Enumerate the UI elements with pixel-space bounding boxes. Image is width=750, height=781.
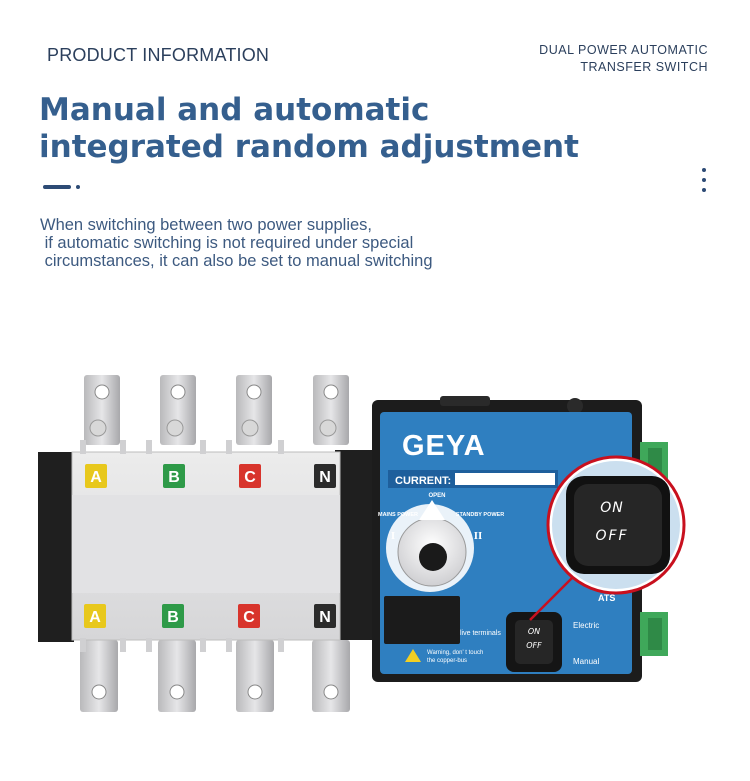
description-line3: circumstances, it can also be set to man… <box>40 252 433 270</box>
headline-line2: integrated random adjustment <box>39 129 579 165</box>
knob-mains-label: MAINS POWER <box>378 512 418 518</box>
small-off-label: OFF <box>526 641 542 650</box>
manual-label: Manual <box>573 657 599 666</box>
phase-badges-bottom: A B C N <box>84 604 336 628</box>
bottom-terminals <box>80 640 350 712</box>
callout-off-label: OFF <box>595 528 628 544</box>
current-label: CURRENT: <box>395 475 451 487</box>
knob-standby-label: STANDBY POWER <box>456 512 504 518</box>
ats-label: ATS <box>598 593 615 603</box>
description-line2: if automatic switching is not required u… <box>40 234 414 252</box>
description-line1: When switching between two power supplie… <box>40 216 373 234</box>
product-category-line2: TRANSFER SWITCH <box>580 60 708 74</box>
phase-c-top: C <box>244 469 256 486</box>
phase-badges-top: A B C N <box>85 464 336 488</box>
live-terminals-label: live terminals <box>460 630 501 637</box>
headline-line1: Manual and automatic <box>39 92 430 128</box>
phase-c-bottom: C <box>243 609 255 626</box>
phase-a-bottom: A <box>89 609 101 626</box>
position-two: II <box>474 530 483 542</box>
phase-b-bottom: B <box>167 609 179 626</box>
product-photo: A B C N A B C N GEYA CURRENT: OPEN MAINS… <box>38 375 686 712</box>
top-terminals <box>84 375 349 445</box>
phase-b-top: B <box>168 469 180 486</box>
accent-dot <box>76 185 80 189</box>
warning-line1: Warning, don' t touch <box>427 650 483 656</box>
warning-line2: the copper-bus <box>427 658 467 664</box>
phase-n-top: N <box>319 469 331 486</box>
warning-icon <box>405 649 421 662</box>
brand-logo: GEYA <box>402 430 486 462</box>
callout-on-label: ON <box>600 500 624 516</box>
headline: Manual and automatic integrated random a… <box>39 92 579 166</box>
electric-label: Electric <box>573 621 599 630</box>
accent-bar <box>43 185 71 189</box>
more-dots-icon <box>702 168 706 198</box>
product-category: DUAL POWER AUTOMATIC TRANSFER SWITCH <box>539 42 708 76</box>
phase-n-bottom: N <box>319 609 331 626</box>
product-category-line1: DUAL POWER AUTOMATIC <box>539 43 708 57</box>
small-on-label: ON <box>528 627 540 636</box>
description: When switching between two power supplie… <box>40 216 433 270</box>
section-label: PRODUCT INFORMATION <box>47 45 270 65</box>
position-one: I <box>391 530 395 542</box>
phase-a-top: A <box>90 469 102 486</box>
knob-open-label: OPEN <box>428 493 445 499</box>
